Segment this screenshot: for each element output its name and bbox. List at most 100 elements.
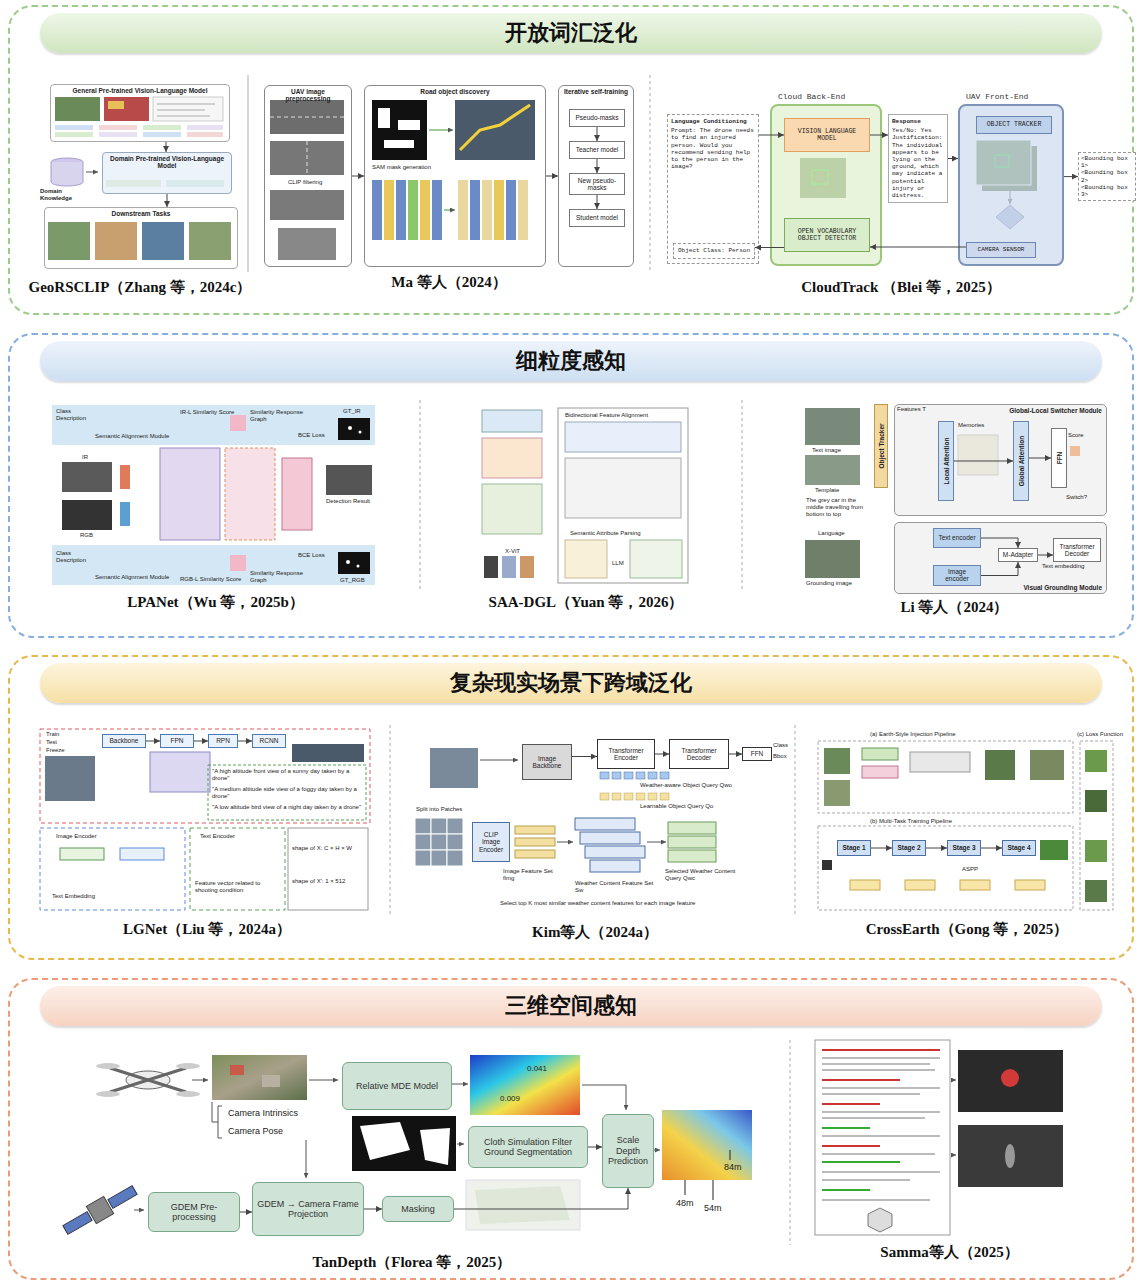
label-text: Score [1068,432,1084,439]
box-label: Stage 3 [950,844,978,851]
box-label: Stage 1 [840,844,868,851]
label-text: Camera Pose [228,1126,283,1136]
connector-arrow [981,562,1018,576]
box-body: Justification: The individual appears to… [892,134,944,199]
connector-arrow [729,754,742,755]
label-text: BCE Loss [298,432,325,439]
figure-caption: CrossEarth（Gong 等，2025） [737,920,1140,939]
module-panel: Downstream Tasks [44,207,238,269]
lgnet-figure [40,729,370,910]
process-box: Cloth Simulation Filter Ground Segmentat… [468,1126,588,1168]
label-text: Feature vector related to shooting condi… [195,880,280,894]
connector-arrow [926,848,947,849]
process-box: GDEM Pre-processing [148,1192,240,1232]
label-text: Bidirectional Feature Alignment [565,412,648,419]
module-panel: Visual Grounding Module Text encoderImage… [894,522,1107,594]
label-text: 48m [676,1198,694,1208]
label-text: 84m [724,1162,742,1172]
box-label: Global Attention [1018,436,1025,486]
label-text: "A low altitude bird view of a night day… [212,804,362,811]
box-label: FPN [163,737,191,744]
module-panel: UAV image preprocessing [264,85,352,267]
process-box: Transformer Decoder [1053,538,1101,562]
ma-figure [270,100,535,260]
label-text: Image Feature Set fimg [503,868,565,882]
box-body: Yes/No: Yes [892,127,944,134]
label-text: Class [773,742,788,749]
process-box: Stage 4 [1002,840,1036,856]
panel-heading: Domain Pre-trained Vision-Language Model [103,153,231,172]
figure-caption: Samma等人（2025） [737,1243,1140,1262]
process-box: Transformer Encoder [597,739,655,769]
label-text: Select top K most similar weather conten… [500,900,730,907]
figure-caption: SAA-DGL（Yuan 等，2026） [400,593,772,612]
connector-arrow [870,135,888,136]
process-box: Transformer Decoder [669,739,729,769]
box-label: OPEN VOCABULARY OBJECT DETECTOR [787,228,867,243]
figure-panel: CrossEarth（Gong 等，2025）Stage 1Stage 2Sta… [817,730,1117,914]
label-text: Weather Content Feature Set Sw [575,880,655,894]
rotated-box: Object Tracker [874,404,888,488]
box-label: Stage 2 [895,844,923,851]
process-box: FFN [742,747,772,761]
label-text: BCE Loss [298,552,325,559]
label-text: 54m [704,1203,722,1213]
connector-arrow [1064,176,1078,177]
label-text: LLM [612,560,624,567]
box-label: Cloth Simulation Filter Ground Segmentat… [471,1137,585,1158]
process-box: Scale Depth Prediction [602,1114,654,1188]
connector-arrow [240,1212,252,1213]
figure-panel: LGNet（Liu 等，2024a）BackboneFPNRPNRCNN [40,730,374,914]
panel-heading: UAV image preprocessing [265,86,351,105]
section-band: 细粒度感知LPANet（Wu 等，2025b）SAA-DGL（Yuan 等，20… [8,333,1134,638]
section-title: 复杂现实场景下跨域泛化 [40,663,1102,703]
section-band: 开放词汇泛化GeoRSCLIP（Zhang 等，2024c）General Pr… [8,5,1134,315]
process-box: FPN [160,734,194,748]
figure-panel: Ma 等人（2024）UAV image preprocessingRoad o… [264,85,634,267]
process-box: VISION LANGUAGE MODEL [784,118,870,152]
figure-caption: LPANet（Wu 等，2025b） [0,593,457,612]
figure-caption: Kim等人（2024a） [330,923,860,942]
figure-caption: LGNet（Liu 等，2024a） [0,920,454,939]
box-label: Text encoder [936,534,978,541]
label-text: Semantic Alignment Module [95,574,169,581]
label-text: Camera Intrinsics [228,1108,298,1118]
box-label: Object Class: Person [676,248,752,255]
label-text: "A medium altitude side view of a foggy … [212,786,362,800]
panel-heading: General Pre-trained Vision-Language Mode… [51,85,229,96]
process-box: Backbone [102,734,146,748]
process-box: Image Backbone [522,744,572,780]
connector-arrow [572,756,597,757]
label-text: Test [46,739,57,746]
label-text: Class Description [56,550,96,564]
label-text: 0.009 [500,1094,520,1103]
connector-arrow [597,127,598,141]
connector-arrow [1038,555,1053,556]
box-label: <Bounding box 2> [1081,169,1133,183]
connector-arrow [759,135,784,136]
connector-arrow [146,741,160,742]
label-text: Text Encoder [200,833,235,840]
label-text: GT_IR [343,408,361,415]
text-box: ResponseYes/No: YesJustification: The in… [888,114,948,203]
process-box: Image encoder [933,565,981,586]
label-text: (c) Loss Function [1077,731,1123,738]
connector-arrow [597,195,598,209]
connector-arrow [981,538,1018,548]
module-panel: General Pre-trained Vision-Language Mode… [50,84,230,142]
box-label: Image encoder [936,568,978,583]
box-label: Student model [572,214,622,221]
label-text: "A high altitude front view of a sunny d… [212,768,362,782]
box-body: Prompt: The drone needs to find an injur… [671,127,755,170]
figure-panel: SAA-DGL（Yuan 等，2026） [480,407,692,587]
panel-heading: Cloud Back-End [778,92,845,101]
panel-heading: Visual Grounding Module [1023,584,1102,591]
process-box: OPEN VOCABULARY OBJECT DETECTOR [784,218,870,252]
text-box: Language ConditioningPrompt: The drone n… [667,114,759,264]
label-text: shape of X': 1 × 512 [292,878,366,885]
connector-arrow [597,159,598,173]
label-text: Text image [812,447,841,454]
label-text: IR [82,454,88,461]
figure-panel: Kim等人（2024a）Image BackboneTransformer En… [410,730,780,917]
